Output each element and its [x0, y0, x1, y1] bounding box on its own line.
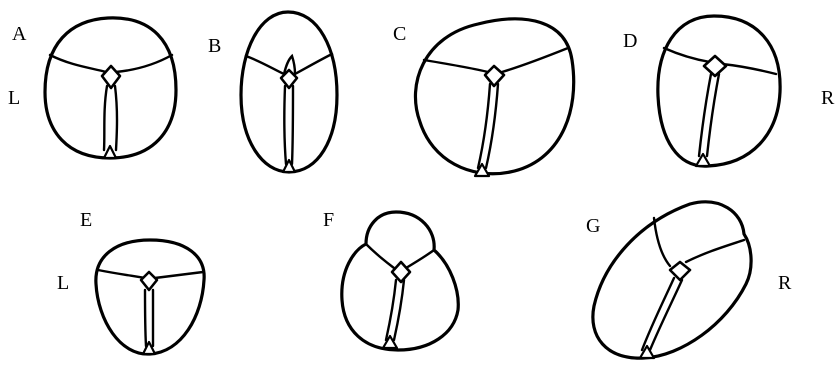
panel-label-d: D	[623, 30, 637, 52]
panel-g: G R	[586, 202, 792, 358]
valve-outline-b	[241, 12, 337, 172]
panel-c: C	[393, 19, 574, 176]
panel-f: F	[323, 209, 458, 350]
side-label-left-bottom: L	[57, 272, 69, 294]
panel-a: A L	[8, 18, 176, 158]
panel-d: D R	[623, 16, 835, 166]
panel-label-f: F	[323, 209, 334, 231]
panel-label-b: B	[208, 35, 221, 57]
panel-label-a: A	[12, 23, 27, 45]
commissure-bottom-b2	[292, 86, 293, 164]
valve-outline-c	[415, 19, 573, 174]
side-label-right-top: R	[821, 87, 835, 109]
panel-b: B	[208, 12, 337, 172]
panel-label-g: G	[586, 215, 600, 237]
commissure-bottom-e	[145, 290, 146, 346]
valve-outline-e	[96, 240, 204, 354]
side-label-left-top: L	[8, 87, 20, 109]
panel-e: E L	[57, 209, 204, 354]
valve-outline-d	[658, 16, 780, 166]
panel-label-c: C	[393, 23, 406, 45]
panel-label-e: E	[80, 209, 92, 231]
side-label-right-bottom: R	[778, 272, 792, 294]
